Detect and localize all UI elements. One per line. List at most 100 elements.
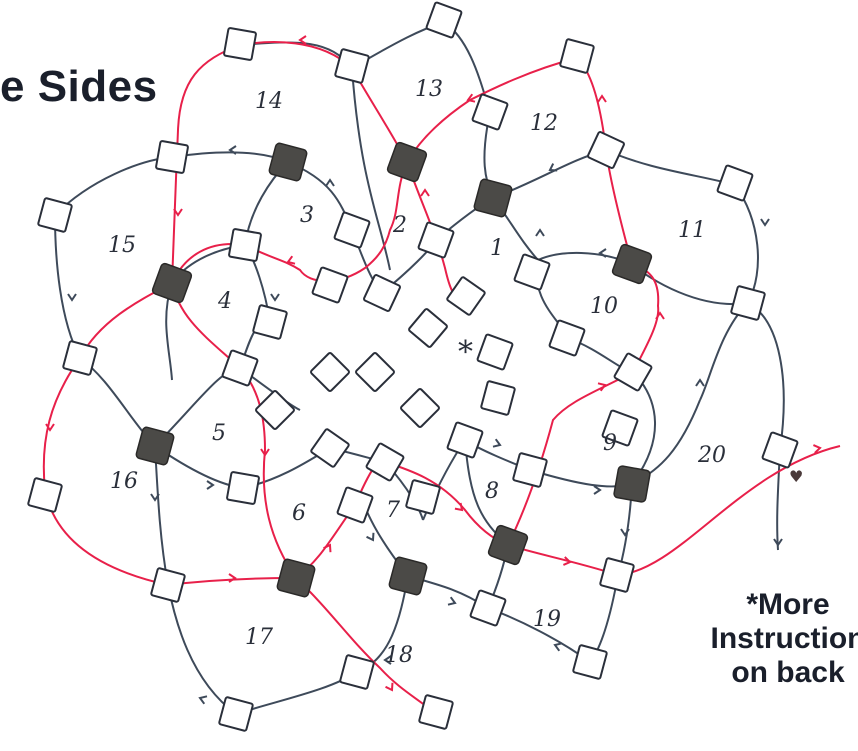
outline-bead-15 [513,253,551,291]
outline-bead-18 [252,304,288,340]
outline-bead-25 [310,352,350,392]
outline-bead-32 [365,442,405,482]
arrowhead-29 [447,596,457,606]
arrowhead-18 [548,163,558,172]
region-number-4: 4 [217,289,232,314]
outline-bead-30 [446,421,484,459]
dark-thread-segment-14 [235,671,358,715]
outline-bead-13 [363,274,401,312]
dark-thread-segment-42 [699,302,749,401]
region-number-9: 9 [603,431,617,456]
red-thread-layer [42,41,841,715]
arrowhead-19 [760,218,770,227]
outline-bead-36 [336,486,374,524]
dark-thread-segment-16 [154,445,169,586]
outline-bead-24 [221,349,259,387]
region-number-2: 2 [392,213,407,238]
dark-bead-10 [487,524,529,566]
outline-bead-31 [310,428,350,468]
arrowhead-13 [286,255,296,265]
red-thread-segment-7 [617,445,841,576]
outline-bead-39 [27,477,63,513]
outline-bead-26 [355,352,395,392]
outline-bead-45 [418,694,454,730]
dark-bead-layer [135,141,653,598]
arrowhead-10 [597,94,607,103]
arrowhead-9 [655,311,665,320]
outline-bead-4 [559,38,595,74]
dark-bead-5 [611,243,653,285]
arrowhead-2 [173,208,183,217]
outline-bead-46 [601,409,639,447]
outline-bead-12 [417,221,455,259]
arrowhead-12 [420,188,430,197]
arrowhead-1 [298,35,307,45]
arrowhead-34 [270,293,280,302]
region-number-14: 14 [255,89,283,114]
region-number-16: 16 [110,469,138,494]
heart-icon: ♥ [789,467,803,486]
arrowhead-24 [198,695,208,705]
outline-bead-23 [62,340,98,376]
outline-bead-37 [599,557,635,593]
dark-bead-6 [135,426,175,466]
arrowhead-20 [598,248,607,258]
dark-bead-7 [613,465,651,503]
outline-bead-11 [333,211,371,249]
outline-bead-19 [408,308,448,348]
dark-bead-2 [386,141,428,183]
note-line-1: *More [746,588,830,621]
outline-bead-28 [255,390,295,430]
arrowhead-32 [773,538,783,547]
arrowhead-36 [325,178,335,187]
arrowhead-4 [228,573,237,583]
arrowhead-16 [812,444,822,454]
region-number-8: 8 [485,479,499,504]
outline-bead-34 [226,471,260,505]
arrowhead-3 [45,423,55,432]
arrowhead-27 [206,480,215,490]
arrowhead-5 [323,543,332,553]
dark-thread-segment-20 [171,151,289,163]
arrowhead-23 [383,655,392,665]
outline-bead-14 [311,266,349,304]
arrowhead-21 [620,528,630,537]
outline-bead-38 [761,431,799,469]
outline-bead-33 [512,452,548,488]
dark-thread-layer [54,20,785,715]
region-number-7: 7 [386,498,400,523]
outline-bead-22 [730,285,766,321]
arrowhead-11 [466,93,476,103]
note-line-2: Instruction [710,622,858,655]
dark-bead-3 [473,178,513,218]
outline-bead-5 [471,93,509,131]
arrow-layer [45,35,822,705]
dark-bead-4 [151,262,193,304]
region-number-13: 13 [415,77,443,102]
outline-bead-7 [716,164,754,202]
outline-bead-35 [405,479,441,515]
red-thread-segment-1 [171,44,241,284]
outline-bead-27 [480,380,516,416]
page-heading: e Sides [0,62,158,111]
arrowhead-28 [366,532,375,542]
outline-bead-41 [469,589,507,627]
dark-thread-segment-40 [747,302,785,451]
note-line-3: on back [731,656,845,689]
dark-bead-9 [388,556,428,596]
region-number-17: 17 [245,625,273,650]
dark-bead-8 [276,558,316,598]
arrowhead-25 [150,493,160,502]
outline-bead-16 [446,276,486,316]
region-number-5: 5 [212,421,226,446]
outline-bead-17 [548,319,586,357]
outline-bead-1 [425,1,463,39]
region-number-20: 20 [697,443,726,468]
arrowhead-17 [228,145,237,155]
red-thread-segment-15 [295,577,437,715]
more-instructions-note: *More Instruction on back [688,588,858,690]
arrowhead-31 [695,378,705,387]
arrowhead-33 [492,438,502,448]
